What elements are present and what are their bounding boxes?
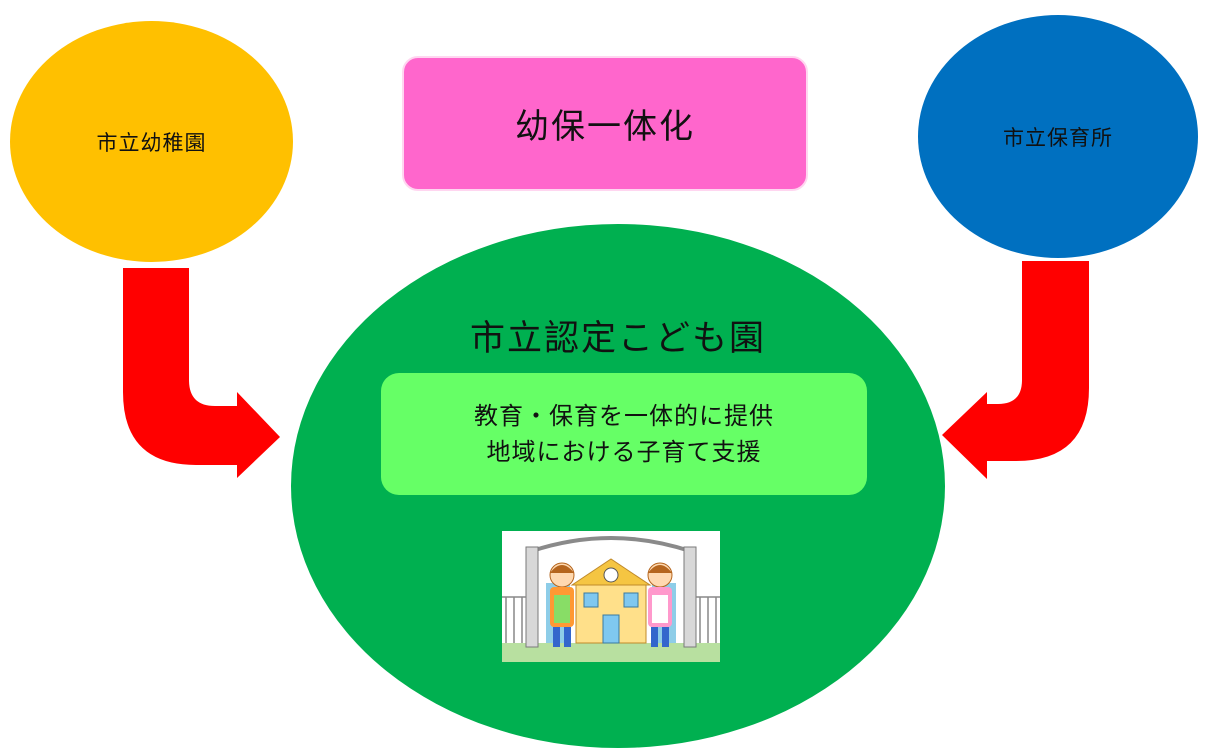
nursery-node: 市立保育所	[918, 15, 1198, 258]
services-box: 教育・保育を一体的に提供 地域における子育て支援	[381, 373, 867, 495]
certified-center-node: 市立認定こども園 教育・保育を一体的に提供 地域における子育て支援	[291, 224, 945, 748]
kindergarten-label: 市立幼稚園	[96, 130, 207, 155]
integration-label: 幼保一体化	[515, 107, 695, 147]
right-arrow	[942, 261, 1089, 479]
nursery-label: 市立保育所	[1003, 125, 1113, 150]
services-line-2: 地域における子育て支援	[486, 438, 762, 466]
kindergarten-node: 市立幼稚園	[10, 21, 293, 262]
kindergarten-illustration	[502, 531, 720, 662]
center-title: 市立認定こども園	[469, 319, 766, 359]
integration-box: 幼保一体化	[402, 56, 808, 191]
left-arrow	[123, 268, 280, 478]
services-line-1: 教育・保育を一体的に提供	[474, 402, 774, 430]
